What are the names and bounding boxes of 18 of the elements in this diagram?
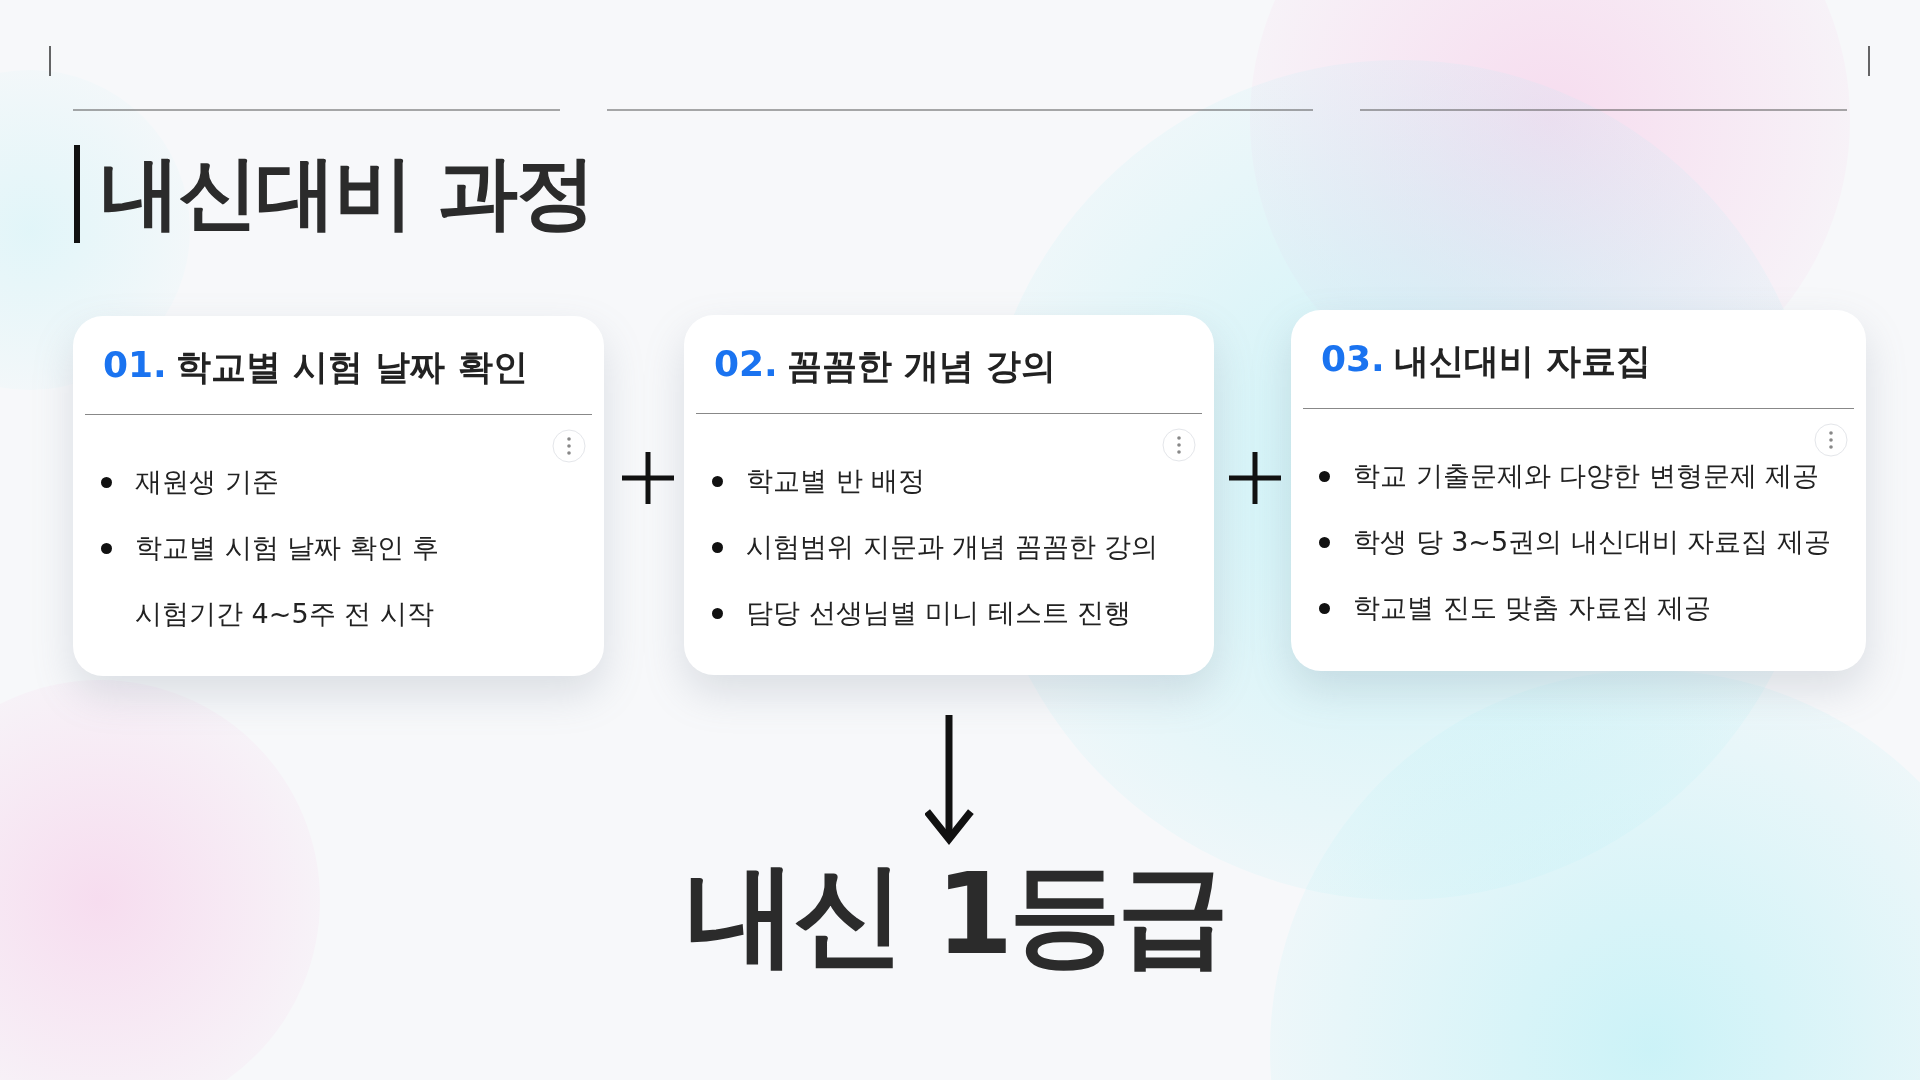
- step-heading: 내신대비 자료집: [1394, 340, 1652, 383]
- bullet-text: 학교별 반 배정: [710, 448, 1216, 514]
- step-card: [684, 315, 1214, 675]
- bullet-text: 학생 당 3~5권의 내신대비 자료집 제공: [1317, 509, 1868, 575]
- step-number: 01.: [103, 344, 167, 385]
- step-heading: 꼼꼼한 개념 강의: [787, 345, 1057, 388]
- bullet-text: 학교별 진도 맞춤 자료집 제공: [1317, 575, 1868, 641]
- bullet-text: 학교 기출문제와 다양한 변형문제 제공: [1317, 443, 1868, 509]
- page-title: 내신대비 과정: [100, 145, 594, 241]
- bullet-text: 시험범위 지문과 개념 꼼꼼한 강의: [710, 514, 1216, 580]
- step-number: 02.: [714, 343, 778, 384]
- step-card: [1291, 310, 1866, 671]
- step-card: [73, 316, 604, 676]
- bullet-text: 담당 선생님별 미니 테스트 진행: [710, 580, 1216, 646]
- step-heading: 학교별 시험 날짜 확인: [176, 346, 528, 389]
- step-number: 03.: [1321, 338, 1385, 379]
- bullet-text: 재원생 기준: [99, 449, 465, 515]
- bullet-text: 학교별 시험 날짜 확인 후 시험기간 4~5주 전 시작: [99, 515, 465, 647]
